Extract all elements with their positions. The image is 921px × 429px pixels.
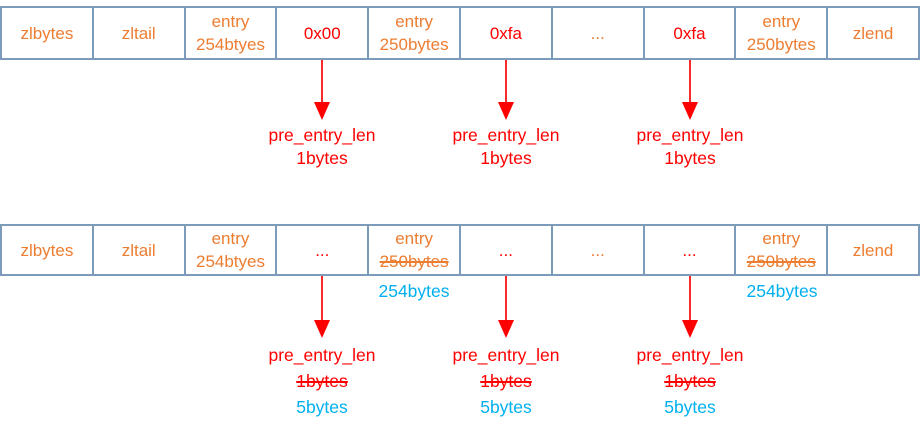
cell-prevlen-ellipsis: ...: [642, 226, 735, 274]
pre-entry-len-label: pre_entry_len: [636, 345, 744, 365]
cell-text: ...: [315, 240, 330, 260]
cell-text: ...: [590, 23, 605, 43]
cell-text: ...: [682, 240, 697, 260]
old-size-label: 1bytes: [664, 371, 716, 391]
ziplist-table-after: zlbytes zltail entry 254btyes ... entry …: [0, 224, 920, 276]
cell-text: 254btyes: [195, 252, 265, 271]
cell-text: zlend: [852, 23, 894, 43]
cell-text-struck: 250bytes: [746, 252, 816, 271]
cell-zlend: zlend: [826, 8, 918, 58]
arrow-head: [682, 320, 698, 338]
cell-ellipsis: ...: [550, 226, 643, 274]
ziplist-table-before: zlbytes zltail entry 254btyes 0x00 entry…: [0, 6, 920, 60]
corrected-size-label: 254bytes: [378, 281, 450, 301]
cell-text: entry: [395, 229, 433, 248]
pre-entry-len-label: pre_entry_len: [452, 345, 560, 365]
old-size-label: 1bytes: [480, 371, 532, 391]
old-size-label: 1bytes: [296, 371, 348, 391]
arrow-shaft: [689, 276, 691, 322]
cell-text: 254btyes: [195, 35, 265, 54]
cell-entry-250: entry 250bytes: [367, 8, 459, 58]
arrow-head: [314, 102, 330, 120]
cell-ellipsis: ...: [550, 8, 643, 58]
cell-text: 0xfa: [489, 23, 522, 43]
cell-zlend: zlend: [826, 226, 918, 274]
new-size-label: 5bytes: [480, 397, 532, 417]
cell-zlbytes: zlbytes: [2, 226, 92, 274]
pre-entry-len-label: pre_entry_len: [268, 345, 376, 365]
cell-entry-250-struck: entry 250bytes: [734, 226, 826, 274]
cell-text: 250bytes: [746, 35, 816, 54]
arrow-shaft: [321, 60, 323, 104]
size-label: 1bytes: [296, 148, 348, 168]
arrow-head: [314, 320, 330, 338]
arrow-head: [498, 320, 514, 338]
cell-text: entry: [211, 229, 250, 248]
cell-text-struck: 250bytes: [379, 252, 449, 271]
cell-entry-250: entry 250bytes: [734, 8, 826, 58]
size-label: 1bytes: [480, 148, 532, 168]
pre-entry-len-annotation: pre_entry_len 1bytes 5bytes: [416, 342, 596, 420]
pre-entry-len-annotation: pre_entry_len 1bytes 5bytes: [600, 342, 780, 420]
cell-text: ...: [590, 240, 605, 260]
arrow-shaft: [321, 276, 323, 322]
new-size-label: 5bytes: [296, 397, 348, 417]
size-label: 1bytes: [664, 148, 716, 168]
cell-entry-254: entry 254btyes: [183, 8, 276, 58]
pre-entry-len-annotation: pre_entry_len 1bytes: [600, 124, 780, 170]
cell-prevlen-ellipsis: ...: [458, 226, 551, 274]
corrected-size-label: 254bytes: [746, 281, 818, 301]
cell-text: 0xfa: [673, 23, 706, 43]
pre-entry-len-annotation: pre_entry_len 1bytes 5bytes: [232, 342, 412, 420]
arrow-shaft: [505, 60, 507, 104]
cell-text: entry: [211, 12, 250, 31]
cell-prevlen-0xfa: 0xfa: [642, 8, 735, 58]
cell-zlbytes: zlbytes: [2, 8, 92, 58]
pre-entry-len-label: pre_entry_len: [268, 125, 376, 145]
cell-text: entry: [395, 12, 433, 31]
cell-text: zlbytes: [20, 23, 74, 43]
cell-entry-254: entry 254btyes: [183, 226, 276, 274]
arrow-shaft: [689, 60, 691, 104]
cell-prevlen-0x00: 0x00: [275, 8, 367, 58]
pre-entry-len-label: pre_entry_len: [452, 125, 560, 145]
cell-text: entry: [762, 12, 801, 31]
cell-zltail: zltail: [91, 8, 184, 58]
cell-zltail: zltail: [91, 226, 184, 274]
cell-text: zlbytes: [20, 240, 74, 260]
cell-entry-250-struck: entry 250bytes: [367, 226, 459, 274]
cell-prevlen-0xfa: 0xfa: [458, 8, 551, 58]
cell-text: 250bytes: [379, 35, 449, 54]
arrow-head: [498, 102, 514, 120]
cell-text: zltail: [121, 240, 156, 260]
pre-entry-len-annotation: pre_entry_len 1bytes: [416, 124, 596, 170]
cell-text: 0x00: [303, 23, 341, 43]
arrow-head: [682, 102, 698, 120]
cell-text: zlend: [852, 240, 894, 260]
cell-prevlen-ellipsis: ...: [275, 226, 367, 274]
pre-entry-len-label: pre_entry_len: [636, 125, 744, 145]
new-size-label: 5bytes: [664, 397, 716, 417]
pre-entry-len-annotation: pre_entry_len 1bytes: [232, 124, 412, 170]
cell-text: entry: [762, 229, 801, 248]
cell-text: zltail: [121, 23, 156, 43]
cell-text: ...: [498, 240, 513, 260]
arrow-shaft: [505, 276, 507, 322]
